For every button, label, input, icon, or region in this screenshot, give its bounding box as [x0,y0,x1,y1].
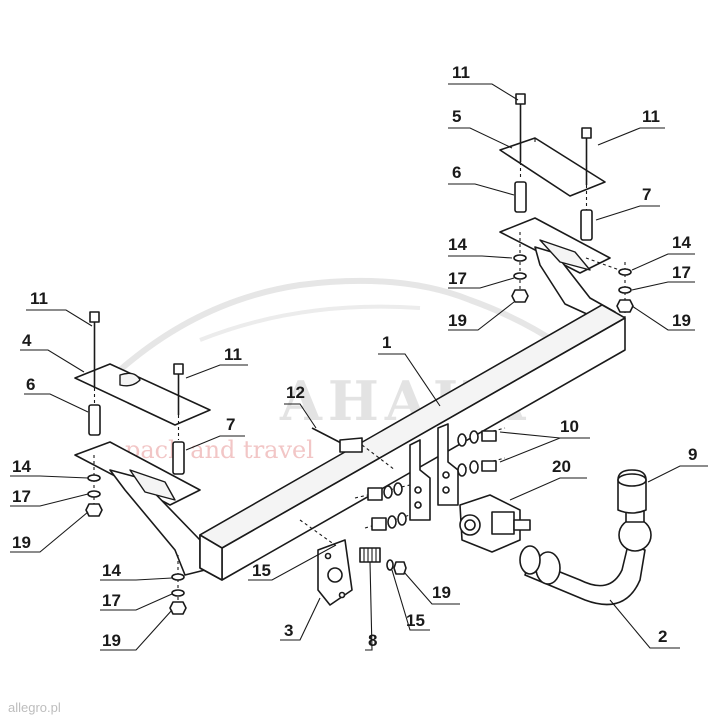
left-fasteners-front [85,455,103,517]
right-upper-plate [499,137,606,197]
bolt-12 [311,427,396,471]
label-17-left-rear: 17 [102,591,121,610]
label-10: 10 [560,417,579,436]
watermark-car-outline [118,277,562,373]
right-bolt-rear [581,127,592,210]
label-14-right-front: 14 [448,235,467,254]
label-11-left-front: 11 [30,289,48,308]
label-11-right-rear: 11 [642,107,660,126]
label-8: 8 [368,631,377,650]
label-4: 4 [22,331,32,350]
main-cross-beam [199,304,626,581]
right-spacer-front [514,181,527,213]
label-19-right-rear: 19 [672,311,691,330]
label-19-left-front: 19 [12,533,31,552]
label-17-right-front: 17 [448,269,467,288]
label-3: 3 [284,621,293,640]
label-2: 2 [658,627,667,646]
right-bolt-front [515,93,526,180]
hook-mount-plate-left [409,439,431,521]
label-19-right-front: 19 [448,311,467,330]
label-6-right: 6 [452,163,461,182]
hook-plate-front-bolts [354,482,411,531]
left-spacer-rear [172,441,185,475]
label-20: 20 [552,457,571,476]
label-17-right-rear: 17 [672,263,691,282]
label-7-left: 7 [226,415,235,434]
left-spacer-front [88,404,101,436]
label-5: 5 [452,107,461,126]
label-1: 1 [382,333,391,352]
left-fasteners-rear [169,555,187,615]
left-bolt-front [89,311,100,405]
tow-ball-hook [519,509,652,606]
right-spacer-rear [580,209,593,241]
label-7-right: 7 [642,185,651,204]
label-14-left-front: 14 [12,457,31,476]
part-numbers: 11 5 11 6 7 14 17 19 14 17 19 11 4 11 6 … [12,63,697,650]
bolts-10 [457,427,506,477]
watermark-tagline: pack and travel [125,436,314,464]
label-17-left-front: 17 [12,487,31,506]
label-6-left: 6 [26,375,35,394]
tow-ball-cap [617,469,647,514]
right-fasteners-front [511,232,529,303]
watermark-car-roof [199,304,421,342]
label-9: 9 [688,445,697,464]
right-fasteners-rear [585,257,634,318]
label-19-left-rear: 19 [102,631,121,650]
label-15-left: 15 [252,561,271,580]
left-bolt-rear [173,363,184,440]
label-12: 12 [286,383,305,402]
left-lower-bracket [74,441,206,576]
right-lower-bracket [499,217,616,321]
leader-lines [10,83,708,651]
left-upper-plate [74,363,211,426]
label-11-right-front: 11 [452,63,470,82]
washers-15-19-small [386,559,407,575]
label-14-right-rear: 14 [672,233,691,252]
socket-plate [299,519,353,606]
footer-site: allegro.pl [8,700,61,715]
label-15-right: 15 [406,611,425,630]
label-19-bottom: 19 [432,583,451,602]
label-11-left-rear: 11 [224,345,242,364]
spring-8 [359,547,381,563]
label-14-left-rear: 14 [102,561,121,580]
electrical-socket-20 [459,494,531,553]
